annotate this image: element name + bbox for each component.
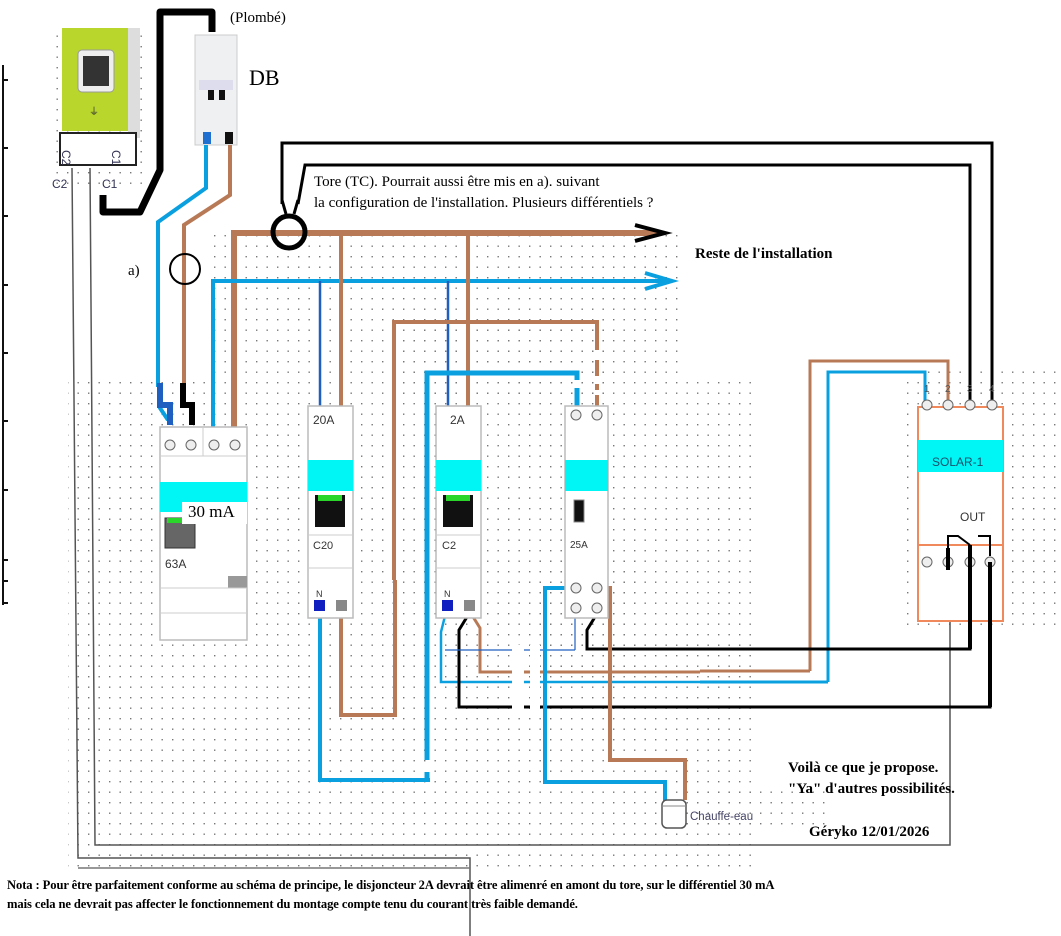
rcd-sensitivity-label: 30 mA	[188, 502, 235, 521]
contactor-out-neutral	[543, 586, 667, 802]
svg-text:⏚: ⏚	[89, 106, 99, 118]
meter-terminal-c1: C1	[102, 177, 118, 191]
breaker-2a-curve: C2	[442, 540, 456, 552]
signature: Géryko 12/01/2026	[809, 824, 930, 840]
breaker-2a	[435, 405, 482, 619]
rcd-30ma	[159, 426, 248, 641]
breaker-2a-header: 2A	[450, 413, 465, 427]
torus-signal-wire-1	[280, 141, 994, 405]
wire-crossing-gaps	[420, 645, 540, 772]
svg-text:C2: C2	[59, 150, 73, 166]
proposal-line1: Voilà ce que je propose.	[788, 760, 939, 776]
neutral-to-solar	[826, 370, 927, 682]
breaker-20a-n: N	[316, 589, 323, 599]
breaker-20a-curve: C20	[313, 540, 333, 552]
contactor-rating: 25A	[570, 540, 588, 551]
neutral-to-contactor	[424, 370, 580, 760]
phase-to-solar	[808, 359, 950, 671]
torus-signal-wire-2	[296, 163, 972, 405]
solar-1-label: SOLAR-1	[932, 455, 984, 469]
torus-note-line2: la configuration de l'installation. Plus…	[314, 195, 654, 211]
svg-text:3: 3	[967, 384, 973, 395]
svg-text:4: 4	[989, 384, 995, 395]
option-a-label: a)	[128, 263, 140, 279]
breaker-20a-header: 20A	[313, 413, 334, 427]
phase-busbar	[231, 230, 660, 428]
neutral-arrow-head	[644, 271, 680, 291]
rest-of-installation-label: Reste de l'installation	[695, 246, 833, 262]
meter-thin-wires	[71, 167, 951, 936]
nota-line1: Nota : Pour être parfaitement conforme a…	[7, 878, 775, 892]
rcd-input-phase	[180, 383, 195, 425]
solar-1-input-numbers: 1 2 3 4	[924, 384, 995, 395]
breaker-20a-out-phase	[339, 580, 397, 717]
electric-meter: ⏚ C2 C1	[59, 28, 140, 166]
phase-arrow-head	[634, 223, 673, 243]
main-breaker-db	[194, 34, 238, 146]
water-heater-label: Chauffe-eau	[690, 811, 753, 823]
breaker-20a-out-neutral	[318, 612, 430, 782]
torus-note-line1: Tore (TC). Pourrait aussi être mis en a)…	[314, 174, 600, 190]
plombe-label: (Plombé)	[230, 10, 286, 26]
svg-text:1: 1	[924, 384, 930, 395]
nota-line2: mais cela ne devrait pas affecter le fon…	[7, 897, 578, 911]
db-label: DB	[249, 65, 280, 90]
contactor-25a	[564, 405, 609, 619]
breaker-20a	[307, 405, 354, 619]
svg-text:2: 2	[945, 384, 951, 395]
breaker-2a-out-neutral	[439, 611, 700, 684]
breaker-2a-n: N	[444, 589, 451, 599]
db-phase-wire	[182, 145, 232, 385]
water-heater	[661, 799, 687, 829]
torus-option-a-circle	[169, 253, 201, 285]
solar-1-out-label: OUT	[960, 510, 986, 524]
proposal-line2: "Ya" d'autres possibilités.	[788, 781, 955, 797]
phase-to-contactor	[392, 320, 599, 580]
svg-text:C1: C1	[109, 150, 123, 166]
rcd-rating: 63A	[165, 557, 186, 571]
meter-terminal-c2: C2	[52, 177, 68, 191]
meter-to-db-cable	[99, 8, 216, 216]
left-ruler	[2, 65, 8, 605]
rcd-input-neutral	[157, 383, 173, 425]
nota-block: Nota : Pour être parfaitement conforme a…	[7, 876, 1057, 914]
neutral-busbar	[211, 279, 668, 428]
solar-1-module	[917, 399, 1004, 707]
